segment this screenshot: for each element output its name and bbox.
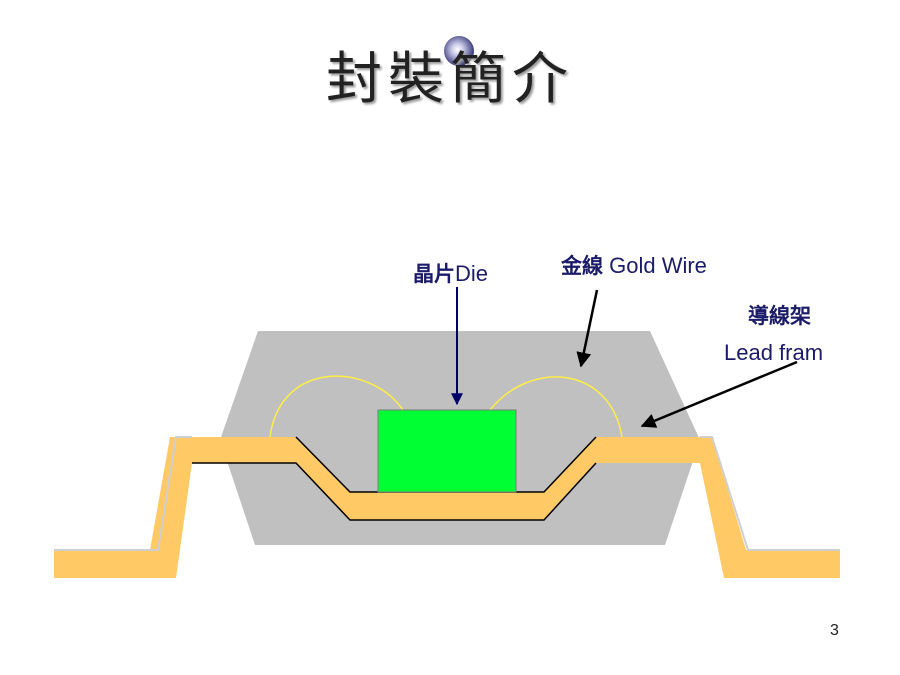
gold-wire-right	[489, 376, 623, 438]
gold-wire-left	[269, 375, 404, 438]
lead-frame-paddle-lower-edge	[192, 462, 597, 521]
arrow-lead-frame	[640, 360, 798, 428]
arrow-gold-wire	[576, 289, 599, 368]
die-label: 晶片Die	[413, 258, 488, 288]
lead-frame-label-cn: 導線架	[748, 304, 811, 328]
lead-frame-label-en: Lead fram	[724, 340, 824, 365]
title-orb-decoration	[444, 36, 474, 66]
lead-frame-left-edge	[54, 436, 192, 551]
die-label-cn: 晶片	[413, 262, 455, 286]
slide-title: 封裝簡介	[326, 47, 574, 112]
lead-frame-paddle	[296, 437, 596, 520]
gold-wire-label-cn: 金線	[561, 254, 603, 278]
gold-wire-label-en: Gold Wire	[609, 253, 707, 278]
lead-frame-left-lead	[54, 437, 296, 578]
page-number: 3	[830, 622, 839, 639]
die-label-en: Die	[455, 261, 489, 286]
lead-frame-right-edge	[700, 436, 840, 551]
lead-frame-right-lead	[596, 437, 840, 578]
gold-wire-label: 金線 Gold Wire	[561, 250, 707, 280]
die-chip	[377, 409, 517, 493]
